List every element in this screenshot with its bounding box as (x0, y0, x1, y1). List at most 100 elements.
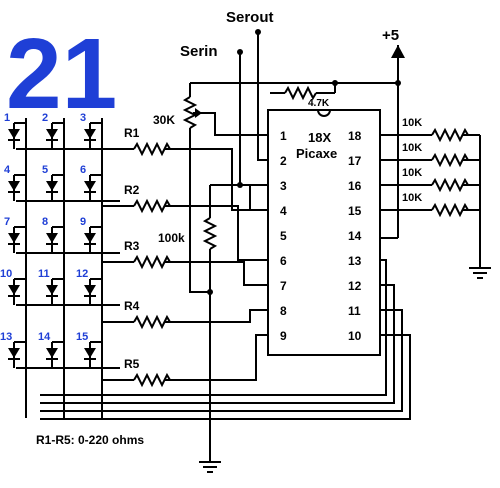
pin-number: 11 (348, 304, 361, 318)
led-number: 10 (0, 268, 12, 280)
led-number: 2 (42, 112, 48, 124)
serout-label: Serout (226, 9, 274, 26)
pullup-resistor (431, 177, 469, 193)
led-number: 11 (38, 268, 50, 280)
column-return-wire (40, 334, 411, 420)
led-number: 5 (42, 164, 48, 176)
chip-subtitle: Picaxe (296, 146, 337, 161)
led-number: 15 (76, 331, 88, 343)
led-diode-icon (8, 129, 20, 139)
led-diode-icon (46, 181, 58, 191)
pin-number: 2 (280, 154, 287, 168)
pullup-resistor (431, 202, 469, 218)
r30k-label: 30K (153, 113, 175, 127)
pullup-resistor (431, 127, 469, 143)
picaxe-chip (267, 109, 381, 356)
junction-dot (207, 289, 213, 295)
led-diode-icon (84, 285, 96, 295)
row-resistor-wire (164, 205, 268, 261)
pin-number: 5 (280, 229, 287, 243)
row-resistor-label: R3 (124, 239, 140, 253)
led-diode-icon (8, 233, 20, 243)
led-number: 8 (42, 216, 48, 228)
led-diode-icon (84, 348, 96, 358)
led-number: 1 (4, 112, 10, 124)
ground-symbol-icon (469, 267, 491, 279)
led-diode-icon (46, 285, 58, 295)
pullup-label: 10K (402, 167, 422, 179)
pot-30k (182, 96, 198, 129)
serin-label: Serin (180, 43, 218, 60)
row-resistor-label: R2 (124, 183, 140, 197)
bypass-wire (249, 184, 268, 211)
led-diode-icon (8, 181, 20, 191)
chip-notch (317, 109, 331, 117)
pin-number: 1 (280, 129, 287, 143)
row-resistor (133, 314, 171, 330)
led-number: 14 (38, 331, 51, 343)
led-diode-icon (84, 129, 96, 139)
junction-dot (395, 80, 401, 86)
serin-wire (239, 52, 268, 186)
pullup-label: 10K (402, 142, 422, 154)
pin-number: 8 (280, 304, 287, 318)
led-number: 3 (80, 112, 86, 124)
vcc-arrow-icon (391, 45, 405, 58)
vcc-label: +5 (382, 27, 399, 44)
led-diode-icon (46, 129, 58, 139)
led-number: 13 (0, 331, 12, 343)
row-resistor-wire (164, 261, 268, 286)
pin-number: 4 (280, 204, 287, 218)
r47k-label: 4.7K (308, 98, 330, 109)
pin-number: 10 (348, 329, 362, 343)
big-number: 21 (6, 18, 117, 130)
pot-wiper (193, 112, 268, 136)
serout-wire (257, 32, 268, 161)
led-diode-icon (46, 348, 58, 358)
row-resistor-wire (164, 334, 268, 381)
pin-number: 16 (348, 179, 362, 193)
pin-number: 17 (348, 154, 362, 168)
led-diode-icon (84, 233, 96, 243)
pullup-label: 10K (402, 192, 422, 204)
led-diode-icon (8, 348, 20, 358)
row-resistor-label: R5 (124, 357, 140, 371)
pot-wiper-arrow-icon (195, 108, 202, 118)
pin-number: 12 (348, 279, 362, 293)
led-number: 12 (76, 268, 88, 280)
row-resistor-label: R1 (124, 126, 140, 140)
pullup-label: 10K (402, 117, 422, 129)
pin-number: 6 (280, 254, 287, 268)
r100k-resistor (202, 217, 218, 250)
r47k-resistor (284, 85, 317, 101)
led-number: 9 (80, 216, 86, 228)
led-diode-icon (84, 181, 96, 191)
pin-number: 14 (348, 229, 362, 243)
led-number: 4 (4, 164, 11, 176)
chip-name: 18X (308, 130, 331, 145)
column-return-wire (40, 284, 395, 404)
led-number: 6 (80, 164, 86, 176)
pot-wire (189, 128, 210, 293)
pullup-resistor (431, 152, 469, 168)
junction-dot (237, 182, 243, 188)
led-number: 7 (4, 216, 10, 228)
pin-number: 9 (280, 329, 287, 343)
ground-symbol-icon (199, 461, 221, 473)
pin-number: 3 (280, 179, 287, 193)
row-resistor (133, 372, 171, 388)
led-diode-icon (46, 233, 58, 243)
led-diode-icon (8, 285, 20, 295)
row-resistor-label: R4 (124, 299, 140, 313)
column-return-wire (40, 259, 387, 396)
row-resistor (133, 198, 171, 214)
row-resistor-wire (164, 309, 268, 323)
row-resistor (133, 141, 171, 157)
pin-number: 15 (348, 204, 362, 218)
pullup-resistors: 10K 10K 10K 10K (380, 117, 480, 218)
